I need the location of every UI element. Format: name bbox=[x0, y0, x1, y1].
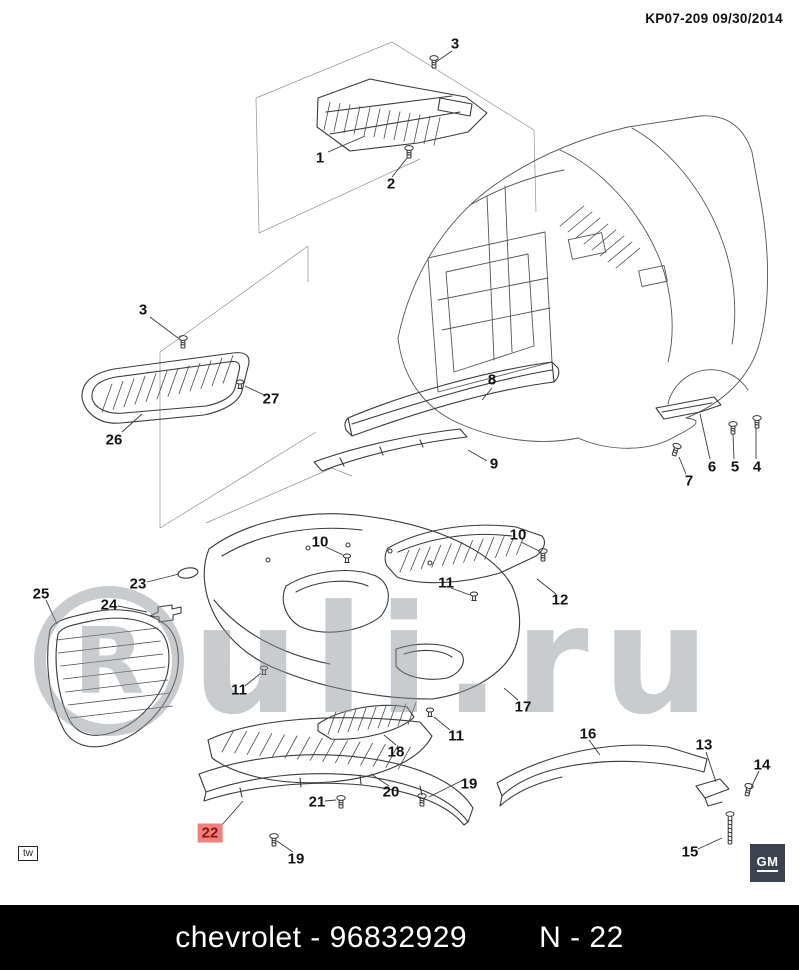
construction-lines bbox=[159, 41, 537, 529]
part-8-impact-bar bbox=[344, 361, 560, 437]
bolt-21 bbox=[336, 795, 346, 809]
part-9-energy-absorber bbox=[313, 428, 468, 472]
part-vehicle-body bbox=[397, 115, 768, 449]
part-18-fascia-insert bbox=[317, 702, 417, 740]
part-26-upper-grille bbox=[81, 352, 250, 424]
tw-badge: tw bbox=[18, 846, 38, 861]
bolt-4 bbox=[752, 415, 762, 429]
bolt-19-left bbox=[269, 833, 279, 847]
part-17-bumper-fascia bbox=[203, 513, 521, 700]
part-24-bowtie-emblem bbox=[149, 604, 182, 623]
part-caption: chevrolet - 96832929 bbox=[175, 920, 468, 954]
part-12-grille-bar bbox=[384, 524, 545, 584]
part-6-bracket bbox=[655, 396, 722, 420]
bolt-7 bbox=[669, 441, 683, 458]
leader-lines bbox=[45, 50, 760, 853]
part-20-lower-shield bbox=[207, 717, 433, 784]
page-reference: N - 22 bbox=[539, 920, 624, 954]
fastener-10-left bbox=[342, 553, 352, 563]
part-1-sight-shield bbox=[316, 78, 488, 152]
part-13-bracket bbox=[695, 778, 730, 807]
part-23-tow-cover bbox=[177, 567, 199, 579]
part-16-lower-molding bbox=[496, 744, 708, 807]
doc-reference: KP07-209 09/30/2014 bbox=[645, 11, 783, 26]
bolt-10-right bbox=[538, 548, 548, 562]
bolt-2 bbox=[404, 145, 414, 159]
bolt-5 bbox=[728, 421, 738, 435]
footer-bar: chevrolet - 96832929 N - 22 bbox=[0, 905, 799, 970]
bolt-15 bbox=[725, 811, 735, 845]
clip-11-right bbox=[425, 707, 435, 717]
part-25-lower-grille bbox=[47, 609, 179, 748]
part-22-air-deflector bbox=[198, 754, 474, 826]
gm-logo-text: GM bbox=[756, 854, 779, 873]
clip-11-upper bbox=[469, 591, 479, 601]
gm-logo: GM bbox=[750, 844, 785, 882]
clip-11-left bbox=[259, 665, 269, 675]
